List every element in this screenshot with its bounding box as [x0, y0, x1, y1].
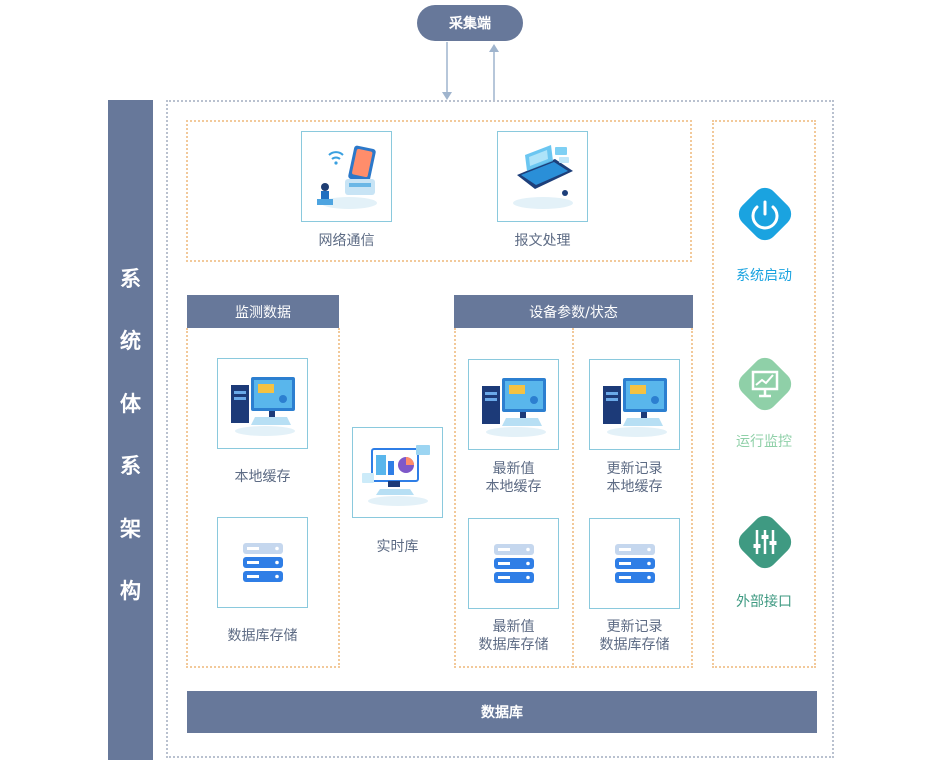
device-update-cache-label: 更新记录 本地缓存 [606, 461, 663, 495]
realtime-db-icon [361, 444, 430, 506]
database-bar: 数据库 [187, 691, 817, 733]
message-processing-icon [512, 144, 573, 209]
device-update-cache-card [589, 359, 680, 450]
power-icon [738, 187, 792, 241]
monitor-icon [738, 357, 792, 411]
system-architecture-title: 系 统 体 系 架 构 [120, 267, 141, 603]
computer-icon [481, 377, 546, 437]
computer-icon [230, 376, 295, 436]
device-update-db-card [589, 518, 680, 609]
device-latest-cache-card [468, 359, 559, 450]
communication-group [186, 120, 692, 262]
system-startup-label: 系统启动 [736, 268, 792, 284]
external-interface-label: 外部接口 [736, 594, 792, 610]
device-latest-cache-label: 最新值 本地缓存 [485, 461, 542, 495]
monitoring-db-storage-label: 数据库存储 [227, 628, 298, 644]
network-communication-card [301, 131, 392, 222]
server-icon [614, 543, 655, 583]
monitoring-local-cache-card [217, 358, 308, 449]
run-monitor-label: 运行监控 [736, 434, 792, 450]
arrow-up-icon [489, 44, 499, 52]
network-communication-label: 网络通信 [318, 233, 375, 249]
arrow-down-icon [442, 92, 452, 100]
device-params-header: 设备参数/状态 [454, 295, 693, 328]
architecture-frame [166, 100, 834, 758]
realtime-db-label: 实时库 [376, 539, 419, 555]
device-update-db-label: 更新记录 数据库存储 [599, 619, 670, 653]
device-params-divider [572, 328, 574, 668]
collector-node: 采集端 [417, 5, 523, 41]
system-functions-group [712, 120, 816, 668]
server-icon [493, 543, 534, 583]
network-communication-icon [316, 145, 377, 209]
realtime-db-card [352, 427, 443, 518]
interface-sliders-icon [738, 515, 792, 569]
data-flow-arrows [442, 42, 499, 102]
monitoring-data-group [186, 328, 340, 668]
computer-icon [602, 377, 667, 437]
message-processing-card [497, 131, 588, 222]
monitoring-data-header: 监测数据 [187, 295, 339, 328]
monitoring-db-storage-card [217, 517, 308, 608]
device-latest-db-label: 最新值 数据库存储 [478, 619, 549, 653]
message-processing-label: 报文处理 [514, 233, 571, 249]
system-architecture-bar [108, 100, 153, 760]
monitoring-local-cache-label: 本地缓存 [234, 469, 291, 485]
server-icon [242, 542, 283, 582]
device-latest-db-card [468, 518, 559, 609]
